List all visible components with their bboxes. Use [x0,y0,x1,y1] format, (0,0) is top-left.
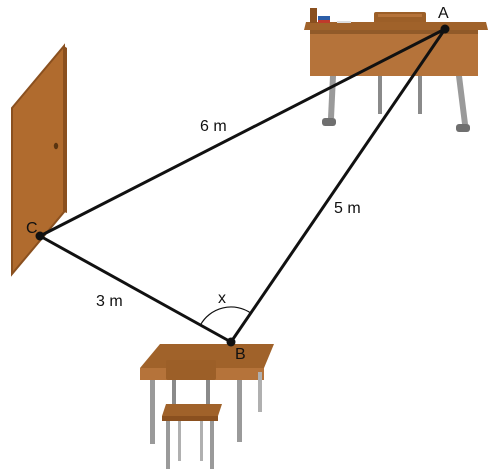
vertex-c [35,231,45,241]
label-c: C [26,220,38,237]
side-cb [39,234,232,344]
length-ab: 5 m [334,200,361,217]
label-a: A [438,5,449,22]
teacher-desk-icon [304,8,488,132]
angle-arc-b [199,306,252,326]
angle-label-b: x [218,290,226,307]
student-chair-icon [162,360,222,469]
vertex-a [440,24,450,34]
length-ca: 6 m [200,118,227,135]
label-b: B [235,346,246,363]
vertex-b [226,337,236,347]
length-cb: 3 m [96,293,123,310]
door-icon [11,43,67,277]
side-ab [229,28,447,343]
side-ca [39,27,446,238]
